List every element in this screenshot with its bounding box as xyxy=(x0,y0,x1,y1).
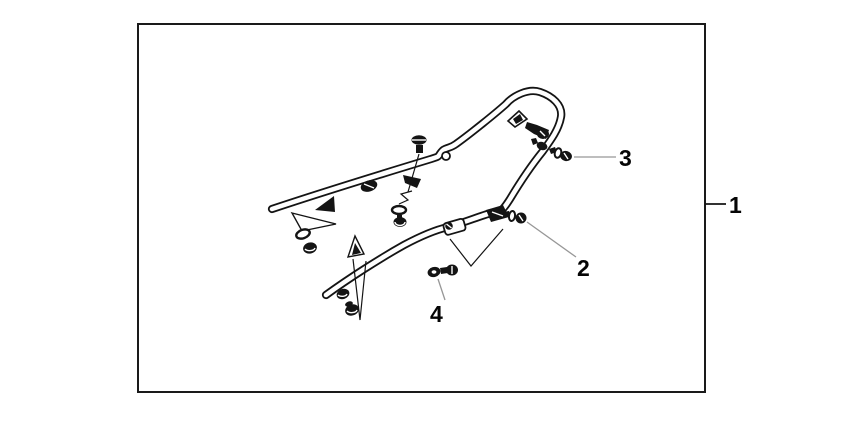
middle-nut-upper xyxy=(336,288,350,300)
callout-line-4 xyxy=(437,278,446,301)
arrow-tail-middle xyxy=(352,258,367,321)
left-nut xyxy=(303,242,317,254)
screw-shank xyxy=(416,145,423,153)
bolt-3-slot xyxy=(563,152,569,160)
arrow-outline-left xyxy=(290,211,337,232)
diagram-frame xyxy=(137,23,706,393)
part-4-nut xyxy=(427,266,441,278)
left-washer xyxy=(295,228,311,240)
loop-hardware xyxy=(506,109,549,151)
bolt-2-washer xyxy=(507,210,517,222)
rail-junction-bracket-highlight xyxy=(491,211,504,217)
loop-bracket-bolt xyxy=(513,114,523,124)
callout-leaders xyxy=(437,156,726,301)
loop-bolt-upper xyxy=(525,122,549,139)
bolt-part-2 xyxy=(503,210,527,224)
arrow-marker-middle xyxy=(352,243,361,255)
flange-nut xyxy=(393,215,407,227)
rail-mount-hole xyxy=(441,151,451,161)
callout-line-2 xyxy=(526,221,577,258)
bolt-2-slot xyxy=(518,214,524,222)
callout-labels: 1 2 3 4 xyxy=(430,145,742,327)
callout-label-1: 1 xyxy=(729,192,742,218)
callout-label-2: 2 xyxy=(577,255,590,281)
arrow-marker-left xyxy=(315,196,335,212)
middle-nut-lower xyxy=(345,301,359,316)
spring-washer-squiggle xyxy=(398,190,413,205)
middle-arrow-hardware xyxy=(336,234,367,321)
hardware-part-4 xyxy=(427,228,504,278)
rail-mount-tab xyxy=(403,175,421,188)
callout-label-3: 3 xyxy=(619,145,632,171)
lower-rail-clamp xyxy=(442,218,467,236)
top-screw-assembly xyxy=(390,135,427,227)
upper-rail-clamp-highlight xyxy=(363,183,375,189)
loop-bolt-lower xyxy=(531,138,548,151)
left-end-hardware xyxy=(290,196,337,254)
upper-rail-and-loop-tube xyxy=(267,86,566,221)
mount-guide-lines xyxy=(449,228,504,267)
lower-rail-tube xyxy=(321,208,496,300)
bolt-part-3 xyxy=(549,147,572,162)
callout-label-4: 4 xyxy=(430,301,443,327)
part-4-bolt xyxy=(440,264,458,276)
flat-washer xyxy=(390,204,408,216)
screw-axis-line xyxy=(407,153,420,193)
grab-rail-assembly xyxy=(267,86,566,300)
